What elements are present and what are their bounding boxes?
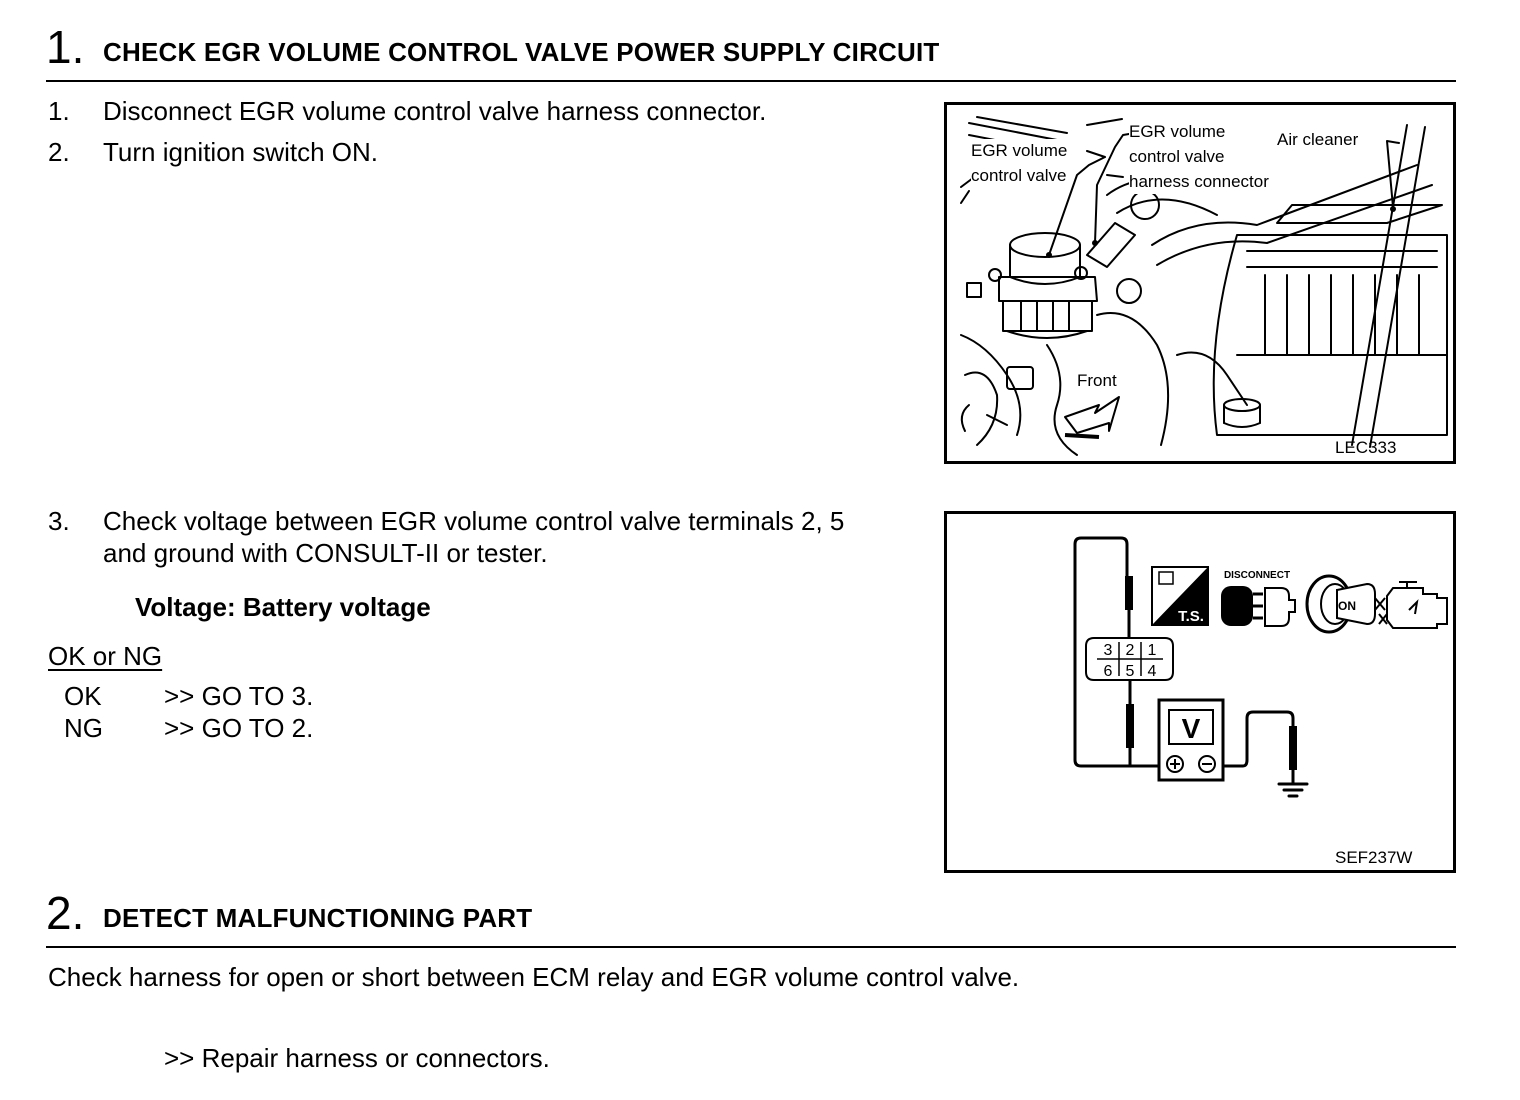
ts-icon: T.S. [1151, 566, 1209, 626]
label-front: Front [1077, 369, 1117, 393]
label-egr-valve-line2: control valve [971, 164, 1067, 188]
engine-bay-figure: EGR volume control valve EGR volume cont… [944, 102, 1456, 464]
step-3-text-line1: Check voltage between EGR volume control… [103, 506, 845, 536]
disconnect-connector-icon: DISCONNECT [1221, 570, 1296, 627]
section2-number: 2. [46, 887, 85, 939]
disconnect-label: DISCONNECT [1224, 570, 1290, 581]
voltage-check-diagram: 3 2 1 6 5 4 V T.S. DISCONNECT [1073, 536, 1448, 798]
voltage-spec: Voltage: Battery voltage [135, 592, 431, 622]
step-2-number: 2. [48, 137, 70, 167]
section2-text: Check harness for open or short between … [48, 962, 1020, 992]
figure1-code: LEC333 [1335, 438, 1397, 457]
terminal-5: 5 [1126, 663, 1135, 680]
switch-on-label: ON [1338, 599, 1356, 613]
terminal-1: 1 [1148, 642, 1157, 659]
step-2-text: Turn ignition switch ON. [103, 137, 379, 167]
step-3-number: 3. [48, 506, 70, 536]
voltage-check-figure: 3 2 1 6 5 4 V T.S. DISCONNECT [944, 511, 1456, 873]
section2-divider [46, 946, 1456, 948]
ignition-switch-on-icon: ON [1305, 574, 1376, 634]
voltmeter-label: V [1182, 713, 1201, 744]
label-air-cleaner: Air cleaner [1277, 128, 1359, 152]
decision-ok-action: >> GO TO 3. [164, 681, 314, 711]
section1-divider [46, 80, 1456, 82]
label-connector-line3: harness connector [1129, 170, 1269, 194]
terminal-6: 6 [1104, 663, 1113, 680]
step-1-text: Disconnect EGR volume control valve harn… [103, 96, 767, 126]
step-3-text-line2: and ground with CONSULT-II or tester. [103, 538, 548, 568]
section1-title: CHECK EGR VOLUME CONTROL VALVE POWER SUP… [103, 37, 940, 67]
terminal-2: 2 [1126, 642, 1135, 659]
step-1-number: 1. [48, 96, 70, 126]
terminal-4: 4 [1148, 663, 1157, 680]
label-connector-line2: control valve [1129, 145, 1225, 169]
label-egr-valve-line1: EGR volume [971, 139, 1068, 163]
engine-stopped-icon [1374, 581, 1448, 629]
decision-ng-action: >> GO TO 2. [164, 713, 314, 743]
decision-ng-label: NG [64, 713, 103, 743]
figure2-code: SEF237W [1335, 848, 1413, 867]
decision-ok-label: OK [64, 681, 102, 711]
engine-bay-illustration [960, 116, 1448, 456]
ts-label: T.S. [1178, 608, 1204, 625]
decision-heading: OK or NG [48, 641, 163, 671]
label-connector-line1: EGR volume [1129, 120, 1226, 144]
section2-title: DETECT MALFUNCTIONING PART [103, 903, 533, 933]
section2-action: >> Repair harness or connectors. [164, 1043, 550, 1073]
terminal-3: 3 [1104, 642, 1113, 659]
section1-number: 1. [46, 21, 85, 73]
